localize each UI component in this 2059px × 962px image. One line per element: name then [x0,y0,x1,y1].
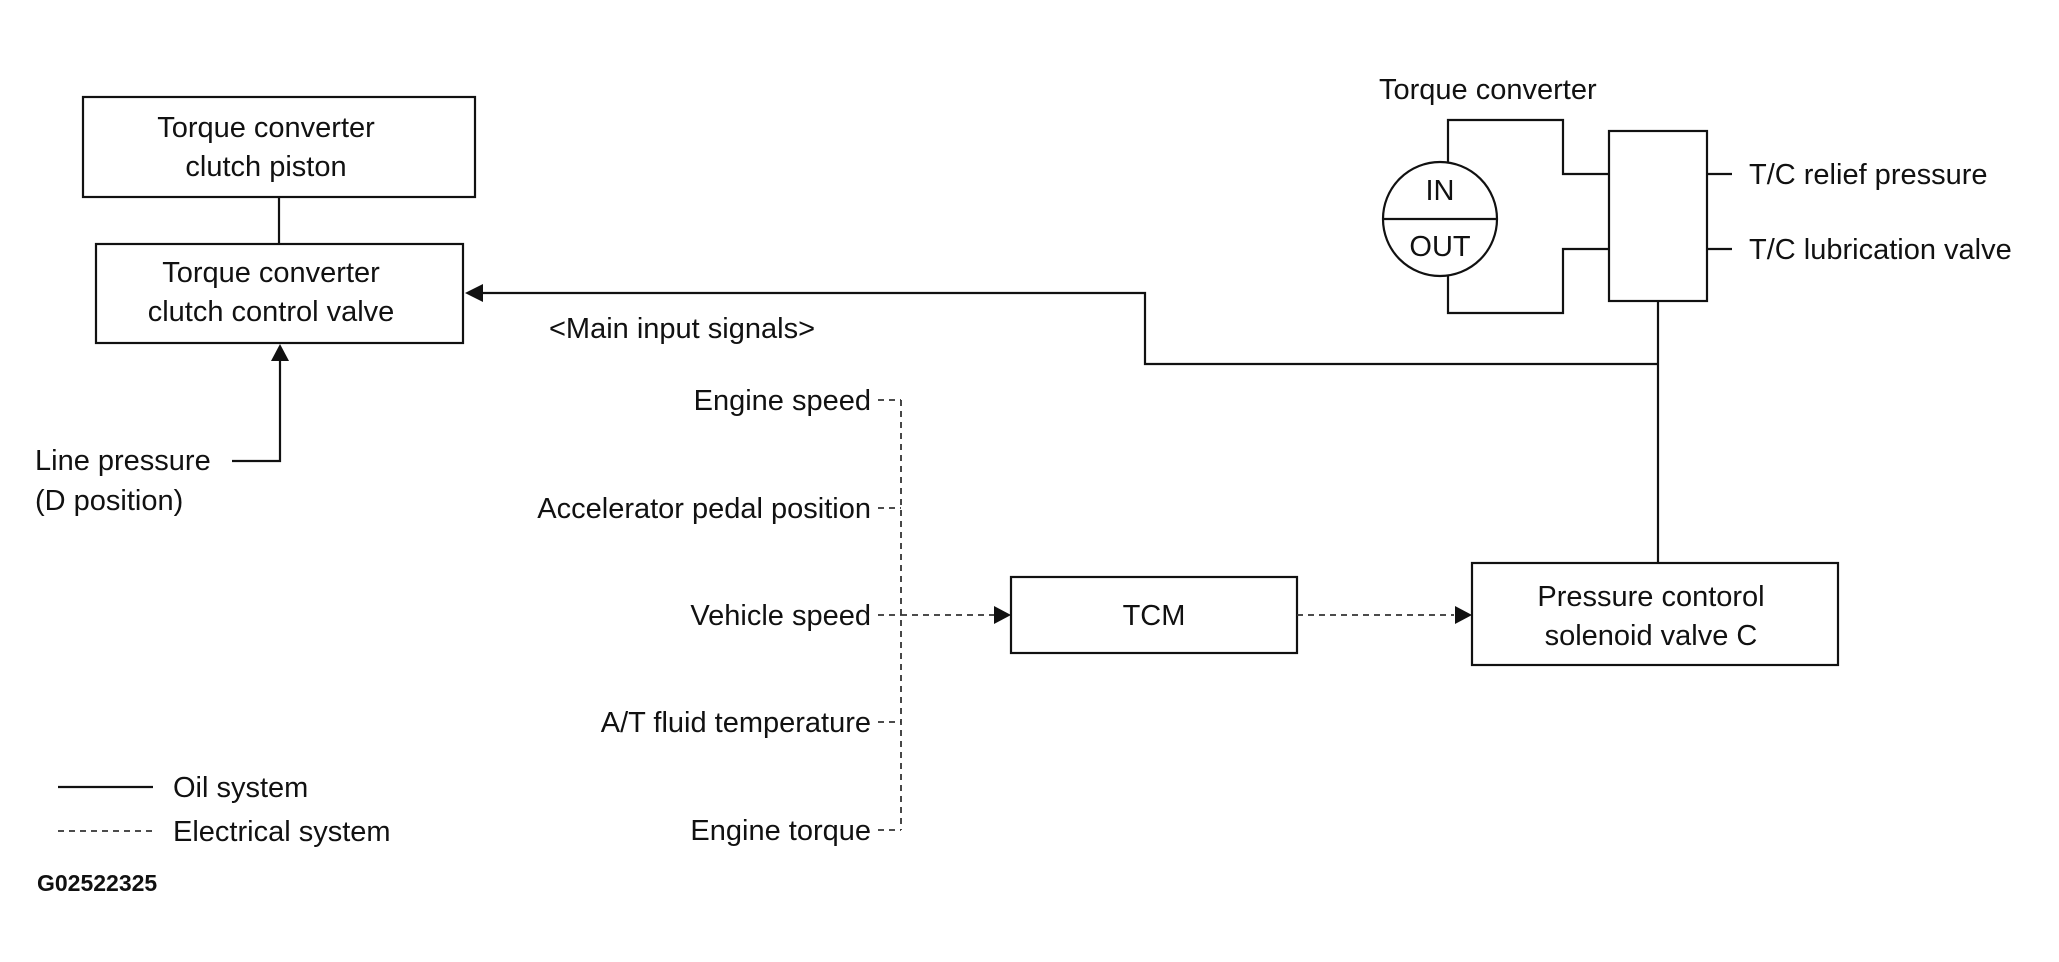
line-pressure-label-line2: (D position) [35,485,183,517]
torque-converter-out-label: OUT [1409,231,1471,263]
input-vehicle-speed: Vehicle speed [690,600,871,632]
clutch-control-valve-block: Torque converter clutch control valve [94,242,465,345]
tc-manifold-box [1607,129,1709,303]
line-pressure-arrowhead [271,344,289,361]
tcm-label: TCM [1123,600,1186,632]
lubrication-valve-label: T/C lubrication valve [1749,234,2012,266]
figure-code: G02522325 [37,870,157,896]
solenoid-valve-label-line2: solenoid valve C [1545,620,1758,652]
line-pressure-line [232,360,282,463]
solenoid-input-arrowhead [1455,606,1472,624]
torque-converter-symbol: IN OUT [1381,160,1499,278]
clutch-control-valve-box [94,242,465,345]
clutch-control-valve-label-line1: Torque converter [162,257,380,289]
line-pressure-label-line1: Line pressure [35,445,211,477]
input-signal-lines [878,399,994,831]
legend-oil-label: Oil system [173,772,308,804]
tcm-input-arrowhead [994,606,1011,624]
legend-electrical-label: Electrical system [173,816,391,848]
solenoid-valve-box [1470,561,1840,667]
input-accelerator-pedal: Accelerator pedal position [537,493,871,525]
solenoid-valve-block: Pressure contorol solenoid valve C [1470,561,1840,667]
clutch-piston-label-line2: clutch piston [185,151,346,183]
main-input-title: <Main input signals> [549,313,815,345]
input-fluid-temperature: A/T fluid temperature [601,707,871,739]
tc-in-line [1446,118,1609,176]
input-signals: Engine speed Accelerator pedal position … [537,385,871,847]
torque-converter-title: Torque converter [1379,74,1597,106]
tc-out-line [1446,247,1609,315]
clutch-control-valve-label-line2: clutch control valve [148,296,395,328]
clutch-piston-label-line1: Torque converter [157,112,375,144]
clutch-piston-block: Torque converter clutch piston [81,95,477,199]
solenoid-valve-label-line1: Pressure contorol [1537,581,1764,613]
input-engine-speed: Engine speed [694,385,871,417]
input-engine-torque: Engine torque [690,815,871,847]
relief-pressure-label: T/C relief pressure [1749,159,1988,191]
tcm-block: TCM [1009,575,1299,655]
torque-converter-in-label: IN [1426,175,1455,207]
solenoid-to-control-valve-line [482,291,1658,366]
legend: Oil system Electrical system [58,772,391,848]
control-valve-arrowhead [465,284,483,302]
